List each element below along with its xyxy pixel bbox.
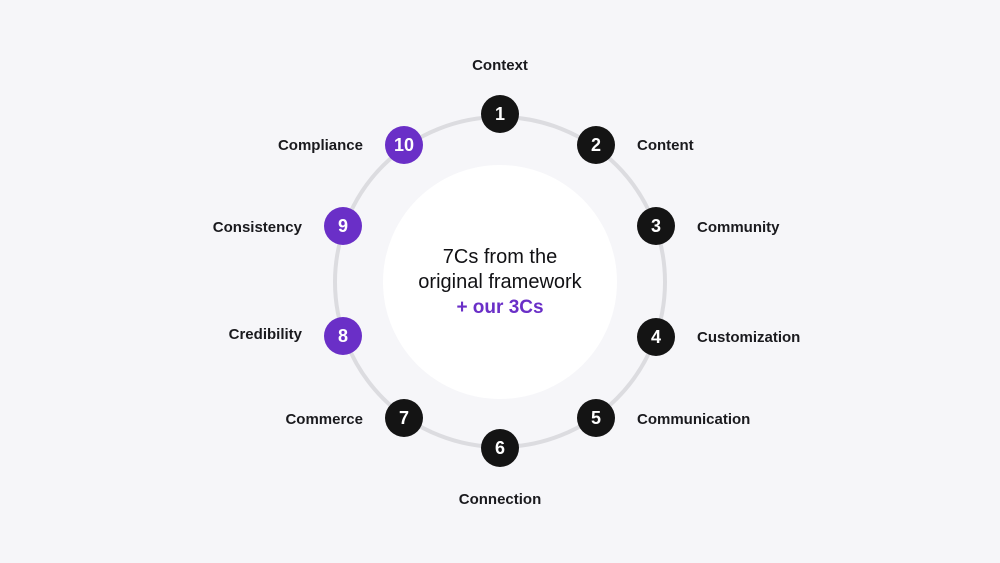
node-2: 2 [577, 126, 615, 164]
node-number: 8 [337, 325, 348, 346]
node-7: 7 [385, 399, 423, 437]
node-number: 2 [590, 134, 601, 155]
node-number: 1 [494, 103, 505, 124]
center-title-line-1: 7Cs from the [442, 245, 558, 268]
label-communication: Communication [637, 411, 751, 428]
node-3: 3 [637, 207, 675, 245]
label-community: Community [697, 219, 780, 236]
label-customization: Customization [697, 329, 801, 346]
node-9: 9 [324, 207, 362, 245]
center-circle: 7Cs from the original framework + our 3C… [383, 165, 617, 399]
label-commerce: Commerce [285, 411, 363, 428]
node-8: 8 [324, 317, 362, 355]
node-4: 4 [637, 318, 675, 356]
center-title-line-2: original framework [418, 270, 582, 293]
node-number: 6 [494, 437, 505, 458]
node-number: 9 [337, 215, 348, 236]
node-6: 6 [481, 429, 519, 467]
node-number: 5 [590, 407, 601, 428]
node-5: 5 [577, 399, 615, 437]
node-number: 3 [650, 215, 661, 236]
label-connection: Connection [458, 491, 542, 508]
center-title-accent: + our 3Cs [456, 296, 544, 318]
node-10: 10 [385, 126, 423, 164]
node-number: 10 [393, 134, 415, 155]
label-content: Content [637, 137, 694, 154]
node-1: 1 [481, 95, 519, 133]
node-number: 4 [650, 326, 661, 347]
label-context: Context [472, 57, 528, 74]
label-consistency: Consistency [212, 219, 302, 236]
label-credibility: Credibility [228, 326, 302, 343]
label-compliance: Compliance [277, 137, 363, 154]
node-number: 7 [398, 407, 409, 428]
